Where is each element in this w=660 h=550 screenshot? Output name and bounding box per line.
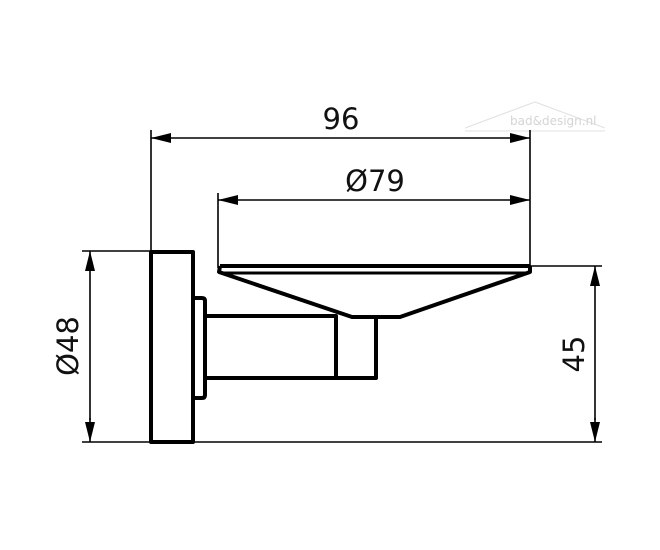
dish-body xyxy=(217,265,532,319)
dimension-lines xyxy=(85,133,600,442)
dim-dish-diameter: Ø79 xyxy=(345,164,405,198)
watermark-text: bad&design.nl xyxy=(510,114,597,128)
soap-dish-holder xyxy=(149,250,532,444)
dim-height: 45 xyxy=(557,336,591,373)
extension-lines xyxy=(82,130,602,443)
arm-end-cap xyxy=(334,318,378,380)
dim-overall-depth: 96 xyxy=(323,102,360,136)
wall-rosette xyxy=(149,250,195,444)
watermark-logo: bad&design.nl xyxy=(464,101,606,132)
dim-rosette-diameter: Ø48 xyxy=(51,316,85,376)
support-arm xyxy=(203,314,338,380)
